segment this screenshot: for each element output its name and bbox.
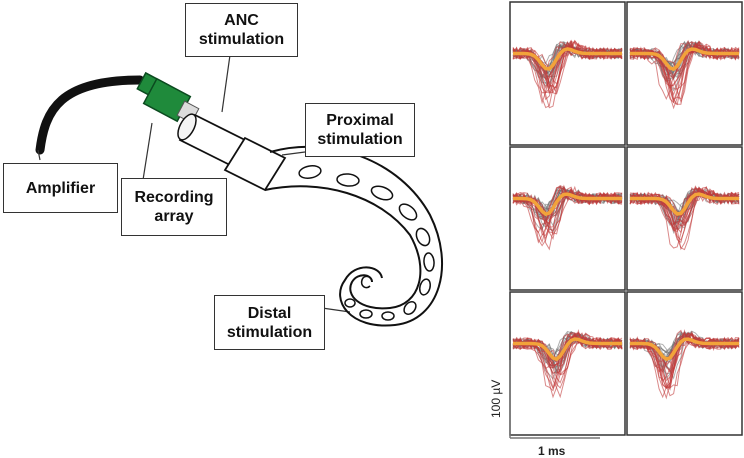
mean-trace [513, 47, 622, 71]
recording-array-label: Recording array [121, 178, 227, 236]
anc-stimulation-text: ANC stimulation [198, 12, 285, 48]
proximal-stimulation-text: Proximal stimulation [317, 112, 403, 148]
red-trace [629, 45, 740, 110]
amplifier-text: Amplifier [25, 179, 96, 197]
proximal-stimulation-label: Proximal stimulation [305, 103, 415, 157]
waveform-panel-1 [509, 1, 626, 146]
anc-stimulation-label: ANC stimulation [185, 3, 298, 57]
waveform-panel-5 [509, 291, 626, 436]
mean-trace [513, 192, 622, 217]
waveform-panel-2 [626, 1, 743, 146]
red-trace [512, 333, 623, 390]
amplifier-label: Amplifier [3, 163, 118, 213]
red-trace [629, 43, 740, 104]
distal-stimulation-text: Distal stimulation [226, 304, 313, 341]
red-trace [629, 188, 740, 251]
waveform-panel-6 [626, 291, 743, 436]
scale-x-label: 1 ms [538, 444, 566, 458]
distal-stimulation-label: Distal stimulation [214, 295, 325, 350]
mean-trace [630, 192, 739, 216]
amplifier-cable [35, 75, 145, 155]
waveform-grid [509, 1, 743, 436]
red-trace [512, 186, 623, 217]
red-trace [629, 39, 740, 101]
mean-trace [513, 337, 622, 362]
mean-trace [630, 337, 739, 362]
recording-array-text: Recording array [134, 189, 214, 225]
waveform-panel-3 [509, 146, 626, 291]
mean-trace [630, 47, 739, 72]
tentacle-spiral [264, 145, 444, 327]
scale-y-label: 100 µV [489, 379, 503, 418]
